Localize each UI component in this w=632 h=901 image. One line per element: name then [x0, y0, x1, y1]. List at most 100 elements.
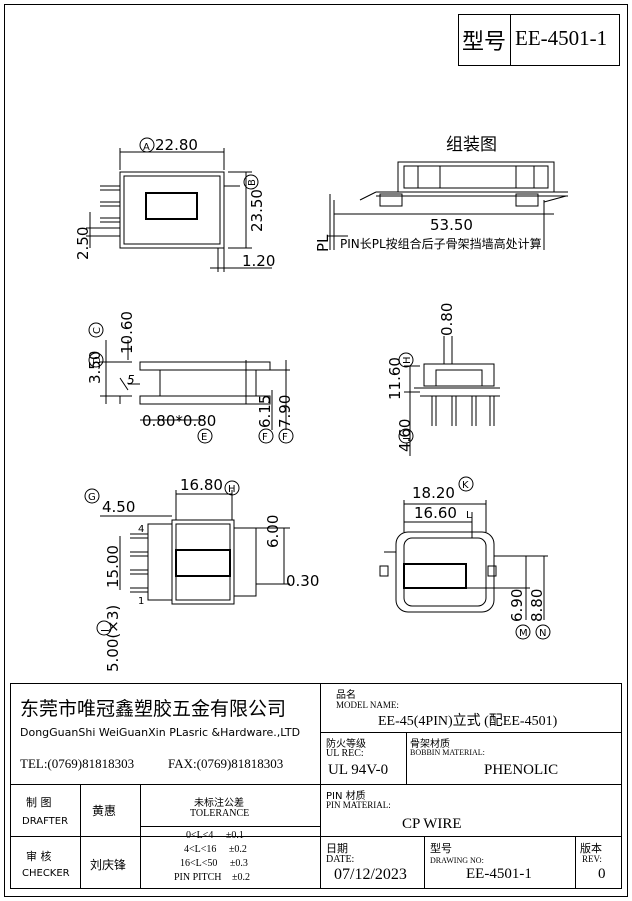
bot-small-dim: 0.30 [286, 572, 319, 590]
c-dim: 10.60 [118, 311, 136, 354]
tol-row-3: 16<L<50 ±0.3 [180, 858, 248, 869]
drawing-no-value: EE-4501-1 [466, 866, 532, 882]
drawing-no-en: DRAWING NO: [430, 856, 484, 865]
assembly-view [328, 161, 568, 250]
tol-range-3: 16<L<50 [180, 858, 218, 869]
tb-mid-hline [10, 836, 622, 837]
tb-left-vline1 [80, 784, 81, 889]
tb-right-vline3 [575, 836, 576, 889]
tol-value-2: ±0.2 [228, 844, 247, 855]
checker-cn: 审 核 [26, 850, 52, 863]
assembly-title: 组装图 [446, 135, 497, 155]
h-label-mid: H [402, 356, 413, 364]
five-label: 5 [127, 373, 135, 387]
mid-right-height-dim: 11.60 [386, 357, 404, 400]
bot-pitch-note: 5.00(×3) [104, 605, 122, 672]
technical-drawing: 组装图 A 22.80 23.50 B 2.50 1.20 53.50 PL P… [74, 135, 568, 672]
pl-label: PL [314, 234, 332, 252]
front-view-left [100, 490, 290, 605]
bottom-dim: 1.20 [242, 252, 275, 270]
e-label: E [201, 432, 207, 443]
tb-left-vline2 [140, 784, 141, 889]
tb-right-vline2 [424, 836, 425, 889]
product-name-en: MODEL NAME: [336, 700, 399, 710]
flame-en: UL REC: [326, 748, 364, 759]
pin-4-label: 4 [138, 524, 144, 535]
flame-cn: 防火等级 [326, 739, 366, 750]
bobbin-en: BOBBIN MATERIAL: [410, 748, 485, 757]
left-dim: 2.50 [74, 227, 92, 260]
front-view-right [379, 500, 548, 620]
tb-tol-hline [140, 826, 320, 827]
tolerance-en: TOLERANCE [190, 808, 250, 819]
company-cn: 东莞市唯冠鑫塑胶五金有限公司 [20, 698, 287, 720]
header-model-value: EE-4501-1 [515, 26, 608, 50]
drawing-no-cn: 型号 [430, 842, 452, 855]
tb-company-vline [320, 683, 321, 889]
pin-mat-value: CP WIRE [402, 816, 462, 832]
side-view-left [100, 340, 290, 430]
sheet-border [4, 4, 628, 897]
product-name-value: EE-45(4PIN)立式 (配EE-4501) [378, 714, 558, 729]
j-label: J [100, 629, 111, 633]
tol-row-2: 4<L<16 ±0.2 [184, 844, 247, 855]
pin-1-label: 1 [138, 596, 144, 607]
tolerance-cn: 未标注公差 [194, 798, 244, 809]
rev-value: 0 [598, 866, 606, 882]
a-dim: 22.80 [155, 136, 198, 154]
pin-mat-cn: PIN 材质 [326, 791, 366, 802]
outer-dim: 18.20 [412, 484, 455, 502]
company-fax: FAX:(0769)81818303 [168, 756, 284, 771]
d-label: D [92, 356, 103, 364]
l-label: L [466, 510, 472, 521]
b-label: B [247, 179, 258, 186]
b-dim: 23.50 [248, 189, 266, 232]
n-label: N [539, 628, 546, 639]
length-dim: 53.50 [430, 216, 473, 234]
rev-cn: 版本 [580, 842, 602, 855]
f-label: F [262, 432, 268, 443]
date-cn: 日期 [326, 842, 348, 855]
flame-value: UL 94V-0 [328, 762, 389, 778]
g-dim: 7.90 [276, 395, 294, 428]
tb-right-hline2 [320, 784, 622, 785]
title-block [10, 683, 622, 889]
side-view-right [404, 336, 500, 456]
tol-range-4: PIN PITCH [174, 872, 222, 883]
company-en: DongGuanShi WeiGuanXin PLasric &Hardware… [20, 726, 301, 739]
inner-dim: 16.60 [414, 504, 457, 522]
pin-mat-en: PIN MATERIAL: [326, 800, 391, 810]
tol-row-4: PIN PITCH ±0.2 [174, 872, 250, 883]
drafter-en: DRAFTER [22, 816, 69, 827]
company-tel: TEL:(0769)81818303 [20, 756, 135, 771]
bot-right-dim: 6.00 [264, 515, 282, 548]
tb-company-bottom-line [10, 784, 320, 785]
date-value: 07/12/2023 [334, 866, 407, 883]
tol-row-1: 0<L<4 ±0.1 [186, 830, 244, 841]
tol-range-1: 0<L<4 [186, 830, 214, 841]
drafter-cn: 制 图 [26, 796, 52, 809]
bot-pitch-dim: 15.00 [104, 545, 122, 588]
tol-range-2: 4<L<16 [184, 844, 217, 855]
bobbin-cn: 骨架材质 [410, 739, 450, 750]
f-dim: 6.15 [256, 395, 274, 428]
tol-value-4: ±0.2 [232, 872, 251, 883]
top-view-bobbin [86, 148, 272, 272]
tb-right-vline1 [406, 732, 407, 784]
bot-width-dim: 16.80 [180, 476, 223, 494]
drafter-name: 黄惠 [92, 804, 117, 818]
g-label: F [282, 432, 288, 443]
checker-name: 刘庆锋 [90, 858, 127, 872]
checker-en: CHECKER [22, 868, 70, 879]
bot-left-dim: 4.50 [102, 498, 135, 516]
pin-note: PIN长PL按组合后子骨架挡墙高处计算 [340, 236, 542, 251]
g-label-bot: G [88, 492, 96, 503]
d-dim: 3.50 [86, 351, 104, 384]
date-en: DATE: [326, 854, 355, 865]
c-label: C [92, 327, 103, 334]
tol-value-3: ±0.3 [229, 858, 248, 869]
pin-dim: 0.80*0.80 [142, 412, 216, 430]
m-dim: 6.90 [508, 589, 526, 622]
h-label-bot: H [228, 484, 236, 495]
bobbin-value: PHENOLIC [484, 762, 559, 778]
